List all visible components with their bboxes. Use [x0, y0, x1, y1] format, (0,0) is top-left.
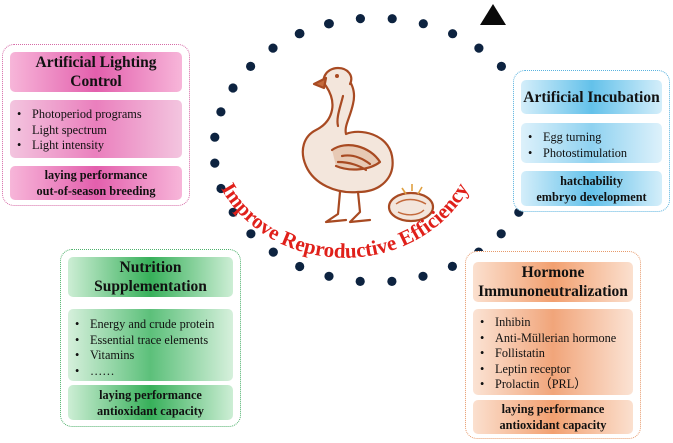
list-item: Prolactin（PRL）	[480, 377, 633, 393]
arc-dot	[474, 43, 484, 53]
arc-dot	[496, 229, 506, 239]
egg-icon	[387, 184, 435, 223]
title-line-1: Hormone	[521, 264, 585, 281]
arc-dot	[496, 61, 506, 71]
list-item: Photoperiod programs	[17, 107, 182, 123]
list-item: Vitamins	[75, 348, 233, 364]
outcome-line-1: laying performance	[501, 402, 605, 416]
outcome-line-2: out-of-season breeding	[36, 184, 156, 198]
arc-dot	[295, 261, 305, 272]
panel-artificial-lighting: Artificial Lighting Control Photoperiod …	[2, 44, 190, 206]
outcome-box: laying performance out-of-season breedin…	[10, 166, 182, 200]
list-item: Egg turning	[528, 130, 662, 146]
arc-dot	[418, 271, 428, 281]
outcome-line-2: antioxidant capacity	[97, 403, 204, 418]
title-line-1: Artificial Incubation	[523, 88, 660, 106]
list-item: Photostimulation	[528, 146, 662, 162]
panel-title: Nutrition Supplementation	[68, 257, 233, 297]
title-line-2: Control	[70, 73, 122, 90]
arc-dot	[216, 183, 226, 194]
list-item: Inhibin	[480, 315, 633, 331]
title-line-2: Supplementation	[94, 278, 207, 295]
outcome-line-1: laying performance	[44, 168, 148, 182]
panel-artificial-incubation: Artificial Incubation Egg turning Photos…	[513, 70, 670, 212]
outcome-box: hatchability embryo development	[521, 171, 662, 206]
list-item: Light spectrum	[17, 123, 182, 139]
list-item: Follistatin	[480, 346, 633, 362]
list-item: Essential trace elements	[75, 333, 233, 349]
outcome-box: laying performance antioxidant capacity	[68, 385, 233, 420]
title-line-1: Nutrition	[119, 259, 182, 276]
panel-hormone-immunoneutralization: Hormone Immunoneutralization Inhibin Ant…	[465, 251, 641, 439]
items-list: Energy and crude protein Essential trace…	[68, 309, 233, 381]
arc-dot	[246, 229, 256, 239]
arc-dot	[268, 247, 278, 257]
arc-dot	[210, 132, 220, 142]
title-line-1: Artificial Lighting	[35, 54, 157, 71]
arc-dot	[216, 107, 226, 117]
items-list: Inhibin Anti-Müllerian hormone Follistat…	[473, 309, 633, 395]
arc-dot	[355, 276, 365, 286]
arc-dot	[210, 158, 220, 168]
panel-nutrition-supplementation: Nutrition Supplementation Energy and cru…	[60, 249, 241, 427]
arc-dot	[324, 271, 334, 281]
arc-dot	[447, 261, 457, 271]
outcome-line-2: embryo development	[536, 189, 647, 204]
items-list: Photoperiod programs Light spectrum Ligh…	[10, 100, 182, 158]
arc-dot	[246, 61, 256, 71]
panel-title: Artificial Incubation	[521, 80, 662, 114]
arc-dot	[294, 29, 304, 39]
outcome-line-1: laying performance	[99, 387, 202, 402]
arc-dot	[418, 19, 428, 29]
list-item: Light intensity	[17, 138, 182, 154]
outcome-line-1: hatchability	[560, 173, 623, 188]
arc-dot	[387, 14, 397, 24]
arc-dot	[228, 207, 238, 217]
arc-dot	[228, 83, 238, 93]
outcome-box: laying performance antioxidant capacity	[473, 400, 633, 434]
list-item: Anti-Müllerian hormone	[480, 331, 633, 347]
goose-icon	[301, 66, 394, 224]
title-line-2: Immunoneutralization	[478, 283, 628, 300]
arrowhead-icon	[480, 4, 506, 25]
arc-dot	[387, 276, 397, 286]
arc-dot	[324, 19, 334, 29]
arc-dot	[448, 29, 458, 39]
arc-dot	[355, 14, 365, 24]
list-item: Leptin receptor	[480, 362, 633, 378]
items-list: Egg turning Photostimulation	[521, 123, 662, 163]
list-item: Energy and crude protein	[75, 317, 233, 333]
list-item: ……	[75, 364, 233, 380]
panel-title: Artificial Lighting Control	[10, 52, 182, 92]
panel-title: Hormone Immunoneutralization	[473, 262, 633, 302]
outcome-line-2: antioxidant capacity	[499, 418, 607, 432]
arc-dot	[268, 43, 278, 53]
